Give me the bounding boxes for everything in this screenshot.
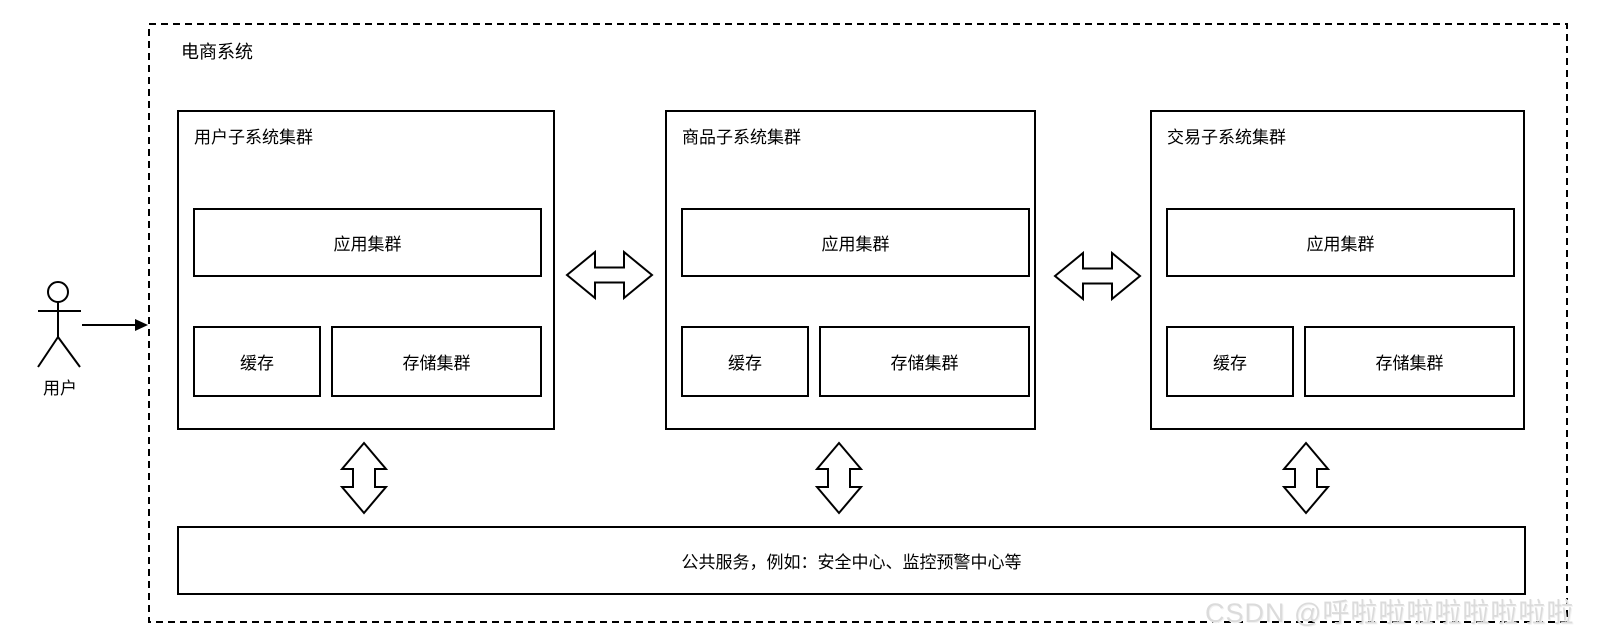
- shared-services-box: 公共服务，例如：安全中心、监控预警中心等: [177, 526, 1526, 595]
- csdn-watermark: CSDN @呼啦啦啦啦啦啦啦啦: [1205, 598, 1575, 628]
- subsystem-user-storage-cluster-box: 存储集群: [331, 326, 542, 397]
- actor-left-leg: [37, 336, 59, 368]
- actor-right-leg: [57, 336, 81, 368]
- bidirectional-arrow-user-shared-icon: [339, 441, 389, 515]
- bidirectional-arrow-user-product-icon: [565, 249, 654, 301]
- bidirectional-arrow-product-shared-icon: [814, 441, 864, 515]
- actor-label: 用户: [43, 379, 77, 398]
- subsystem-trade-box: 交易子系统集群 应用集群 缓存 存储集群: [1150, 110, 1525, 430]
- user-actor-icon: [37, 281, 81, 368]
- bidirectional-arrow-product-trade-icon: [1053, 250, 1142, 302]
- subsystem-user-box: 用户子系统集群 应用集群 缓存 存储集群: [177, 110, 555, 430]
- subsystem-product-box: 商品子系统集群 应用集群 缓存 存储集群: [665, 110, 1036, 430]
- subsystem-trade-cache-box: 缓存: [1166, 326, 1294, 397]
- system-title: 电商系统: [181, 42, 253, 62]
- subsystem-product-cache-box: 缓存: [681, 326, 809, 397]
- subsystem-trade-app-cluster-box: 应用集群: [1166, 208, 1515, 277]
- subsystem-product-title: 商品子系统集群: [682, 128, 801, 147]
- subsystem-user-cache-box: 缓存: [193, 326, 321, 397]
- subsystem-user-title: 用户子系统集群: [194, 128, 313, 147]
- subsystem-user-app-cluster-box: 应用集群: [193, 208, 542, 277]
- subsystem-product-storage-cluster-box: 存储集群: [819, 326, 1030, 397]
- subsystem-trade-title: 交易子系统集群: [1167, 128, 1286, 147]
- subsystem-product-app-cluster-box: 应用集群: [681, 208, 1030, 277]
- actor-head: [47, 281, 69, 303]
- subsystem-trade-storage-cluster-box: 存储集群: [1304, 326, 1515, 397]
- bidirectional-arrow-trade-shared-icon: [1281, 441, 1331, 515]
- user-to-system-arrow-icon: [82, 319, 148, 331]
